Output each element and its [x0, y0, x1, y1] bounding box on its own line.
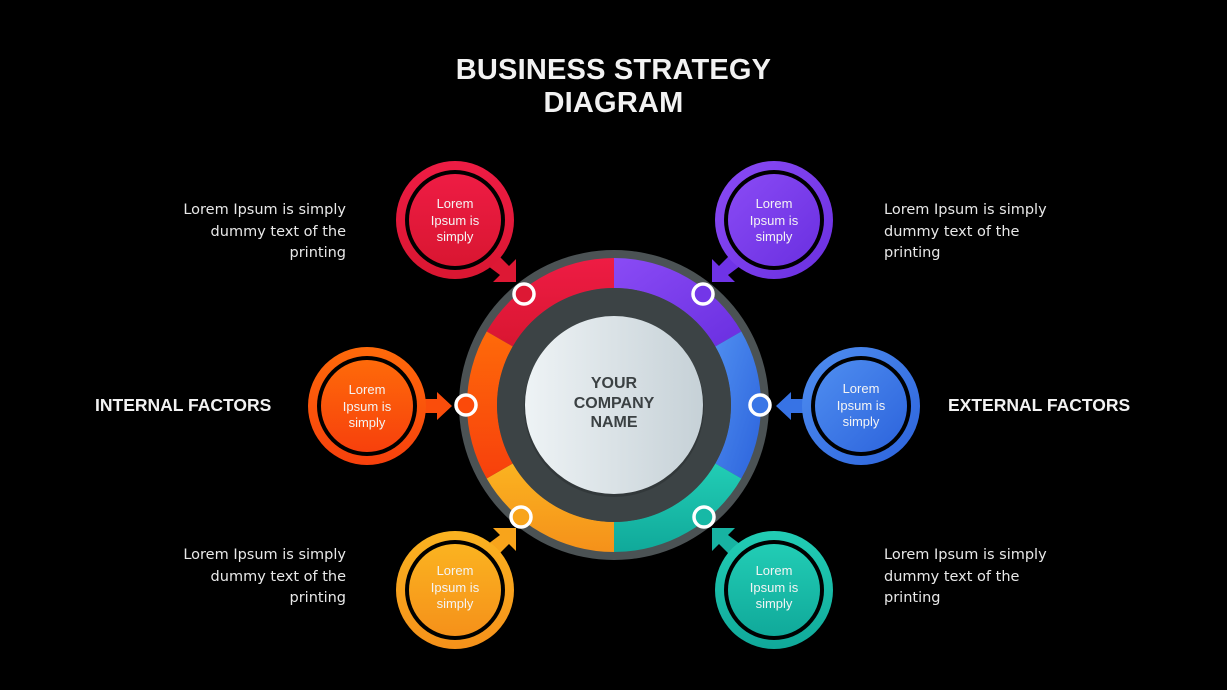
- description-bottom-right: Lorem Ipsum is simply dummy text of the …: [884, 545, 1064, 610]
- description-line: dummy text of the: [210, 223, 346, 240]
- satellite-teal-label: Lorem Ipsum is simply: [729, 563, 819, 613]
- description-line: dummy text of the: [884, 568, 1020, 585]
- ring-segment-red: [486, 258, 614, 347]
- satellite-text: Lorem: [348, 382, 386, 397]
- satellite-text: simply: [755, 596, 793, 611]
- satellite-text: Lorem: [436, 563, 474, 578]
- satellite-red-label: Lorem Ipsum is simply: [410, 196, 500, 246]
- satellite-text: Lorem: [436, 196, 474, 211]
- description-line: printing: [289, 590, 347, 606]
- satellite-teal[interactable]: [715, 531, 833, 649]
- satellite-text: Ipsum is: [749, 579, 799, 595]
- description-line: Lorem Ipsum is simply: [183, 202, 346, 218]
- company-name-line-1: YOUR: [590, 375, 638, 392]
- ring-segment-blue: [715, 331, 761, 479]
- satellite-orange-label: Lorem Ipsum is simply: [322, 382, 412, 432]
- connector-dot-teal: [692, 505, 716, 529]
- title-line-1: BUSINESS STRATEGY: [455, 54, 772, 86]
- internal-factors-label: INTERNAL FACTORS: [95, 395, 272, 415]
- title-line-2: DIAGRAM: [543, 87, 684, 119]
- description-top-left: Lorem Ipsum is simply dummy text of the …: [166, 200, 346, 265]
- company-name-line-3: NAME: [590, 414, 638, 431]
- satellite-text: simply: [842, 414, 880, 429]
- description-line: Lorem Ipsum is simply: [884, 547, 1047, 563]
- description-line: Lorem Ipsum is simply: [884, 202, 1047, 218]
- satellite-text: simply: [436, 596, 474, 611]
- description-line: dummy text of the: [884, 223, 1020, 240]
- satellite-yellow[interactable]: [396, 531, 514, 649]
- arrow-blue: [776, 392, 808, 420]
- satellite-text: Ipsum is: [342, 398, 392, 414]
- satellite-text: Ipsum is: [836, 397, 886, 413]
- arrow-orange: [420, 392, 452, 420]
- satellite-purple-label: Lorem Ipsum is simply: [729, 196, 819, 246]
- external-factors-label: EXTERNAL FACTORS: [948, 395, 1131, 415]
- ring-segment-teal: [614, 463, 742, 552]
- satellite-orange[interactable]: [308, 347, 426, 465]
- company-name-line-2: COMPANY: [573, 394, 655, 412]
- connector-dot-yellow: [509, 505, 533, 529]
- description-line: Lorem Ipsum is simply: [183, 547, 346, 563]
- satellite-text: Ipsum is: [749, 212, 799, 228]
- connector-dot-purple: [691, 282, 715, 306]
- description-line: printing: [884, 245, 941, 261]
- satellite-red[interactable]: [396, 161, 514, 279]
- satellite-text: simply: [755, 229, 793, 244]
- satellite-text: Ipsum is: [430, 212, 480, 228]
- satellite-text: Lorem: [842, 381, 880, 396]
- description-line: printing: [884, 590, 941, 606]
- satellite-yellow-label: Lorem Ipsum is simply: [410, 563, 500, 613]
- ring-segment-orange: [467, 331, 513, 479]
- ring-segment-yellow: [486, 463, 614, 552]
- company-name: YOUR COMPANY NAME: [554, 374, 674, 433]
- satellite-text: Ipsum is: [430, 579, 480, 595]
- satellite-blue-label: Lorem Ipsum is simply: [816, 381, 906, 431]
- ring-segment-purple: [614, 258, 742, 347]
- page-title: BUSINESS STRATEGY DIAGRAM: [0, 54, 1227, 120]
- connector-dot-red: [512, 282, 536, 306]
- satellite-text: Lorem: [755, 196, 793, 211]
- satellite-text: simply: [348, 415, 386, 430]
- description-line: dummy text of the: [210, 568, 346, 585]
- satellite-purple[interactable]: [715, 161, 833, 279]
- description-top-right: Lorem Ipsum is simply dummy text of the …: [884, 200, 1064, 265]
- satellite-text: Lorem: [755, 563, 793, 578]
- description-bottom-left: Lorem Ipsum is simply dummy text of the …: [166, 545, 346, 610]
- center-disk: [525, 316, 703, 494]
- connector-dot-blue: [748, 393, 772, 417]
- description-line: printing: [289, 245, 347, 261]
- satellite-text: simply: [436, 229, 474, 244]
- satellite-blue[interactable]: [802, 347, 920, 465]
- connector-dot-orange: [454, 393, 478, 417]
